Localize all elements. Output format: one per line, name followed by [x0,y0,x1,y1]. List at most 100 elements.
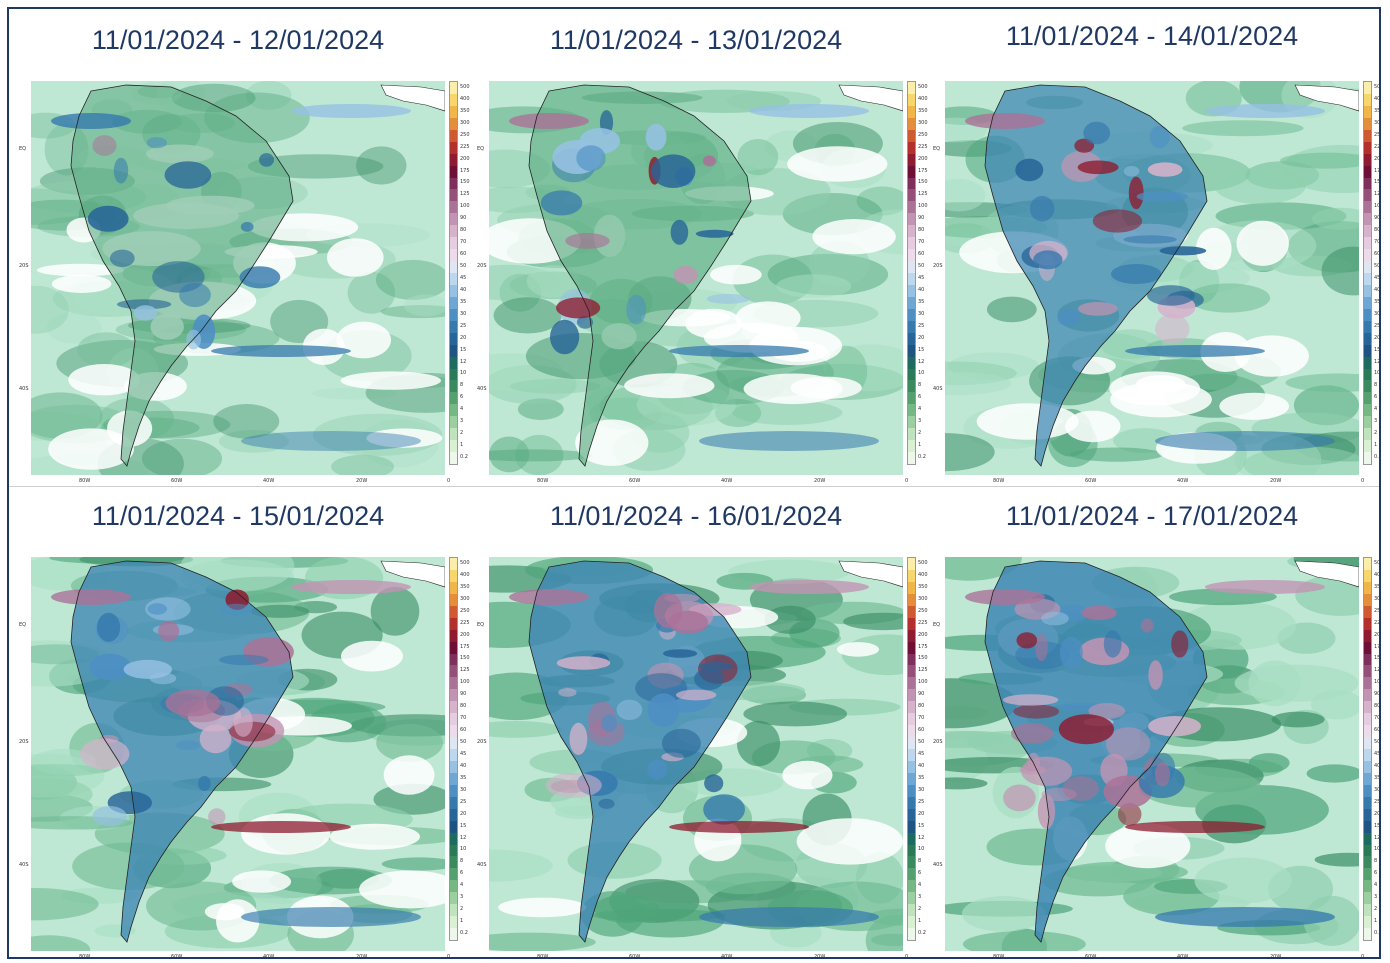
rain-band [965,589,1045,605]
rain-cell [1058,714,1114,745]
colorbar-tick: 100 [460,203,470,210]
colorbar-tick: 35 [1374,298,1381,305]
colorbar-tick: 6 [918,394,922,401]
colorbar-tick: 10 [918,846,925,853]
rain-cell [1015,158,1044,182]
colorbar-tick: 1 [460,918,464,925]
longitude-label: 80W [993,954,1005,959]
rain-band [291,104,411,118]
colorbar-segment [450,665,457,678]
longitude-label: 20W [1270,954,1282,959]
rain-cell [123,659,172,679]
frontal-band [1125,345,1265,357]
colorbar-tick: 0.2 [918,454,926,461]
rain-cell [1155,314,1190,344]
colorbar-segment [450,796,457,809]
colorbar-segment [908,440,915,453]
colorbar-tick: 4 [460,406,464,413]
panel-title: 11/01/2024 - 13/01/2024 [549,25,843,55]
colorbar-tick: 20 [1374,810,1381,817]
rain-field [31,777,93,811]
colorbar-segment [450,452,457,464]
colorbar-tick: 500 [460,559,470,566]
dry-area [327,238,384,277]
colorbar-tick: 250 [1374,607,1381,614]
colorbar-tick: 70 [1374,715,1381,722]
colorbar-tick: 150 [918,179,928,186]
rain-field [380,305,445,319]
rain-cell [87,205,129,232]
longitude-label: 80W [537,478,549,484]
rain-cell [1083,121,1111,145]
frontal-band [669,821,809,833]
rain-field [945,777,988,790]
colorbar-segment [908,796,915,809]
rain-cell [113,157,129,184]
rain-cell [220,603,253,616]
colorbar-tick: 10 [460,370,467,377]
rain-field [945,433,995,472]
rain-cell [158,620,180,642]
colorbar-segment [450,416,457,429]
colorbar-segment [908,808,915,821]
colorbar-segment [450,332,457,345]
rain-cell [556,297,601,319]
longitude-label: 20W [814,478,826,484]
rain-cell [598,798,615,809]
colorbar-segment [1364,880,1371,893]
colorbar-segment [1364,249,1371,262]
colorbar-tick: 70 [460,239,467,246]
latitude-label: 40S [19,862,29,868]
colorbar-segment [908,558,915,570]
colorbar [1363,81,1372,465]
colorbar-segment [1364,452,1371,464]
colorbar-segment [908,725,915,738]
colorbar-tick: 6 [460,870,464,877]
colorbar-tick: 15 [1374,822,1381,829]
colorbar-segment [1364,392,1371,405]
longitude-label: 20W [356,954,368,959]
colorbar-tick: 10 [460,846,467,853]
rain-cell [565,233,610,249]
rain-field [373,783,445,815]
rain-field [843,612,903,631]
colorbar-tick: 300 [1374,119,1381,126]
colorbar-tick: 45 [460,274,467,281]
rain-cell [208,808,226,826]
dry-area [787,146,888,182]
rain-cell [647,693,680,727]
colorbar-tick: 150 [460,179,470,186]
rain-cell [653,592,683,628]
latitude-label: 20S [477,739,487,745]
precipitation-map [489,81,903,475]
rain-cell [198,775,211,792]
colorbar-tick: 60 [1374,251,1381,258]
rain-field [250,604,310,618]
rain-cell [233,707,253,737]
map-canvas [489,84,903,475]
colorbar-tick: 225 [918,619,928,626]
dry-area [341,640,403,672]
colorbar-tick: 45 [460,750,467,757]
colorbar-tick: 4 [918,882,922,889]
rain-cell [164,161,212,189]
colorbar-tick: 90 [1374,215,1381,222]
colorbar-segment [908,213,915,226]
colorbar-tick: 60 [460,727,467,734]
colorbar-tick: 90 [918,691,925,698]
rain-cell [1033,250,1063,270]
colorbar-segment [1364,701,1371,714]
latitude-label: EQ [933,622,941,628]
rain-field [312,387,397,400]
frontal-band [699,907,879,927]
dry-area [796,818,903,865]
rain-field [1314,852,1359,867]
rain-field [856,186,903,216]
rain-cell [1016,632,1038,649]
longitude-label: 0 [1361,478,1365,484]
colorbar-tick: 175 [918,167,928,174]
rain-cell [1013,704,1060,719]
rain-cell [1029,195,1055,222]
